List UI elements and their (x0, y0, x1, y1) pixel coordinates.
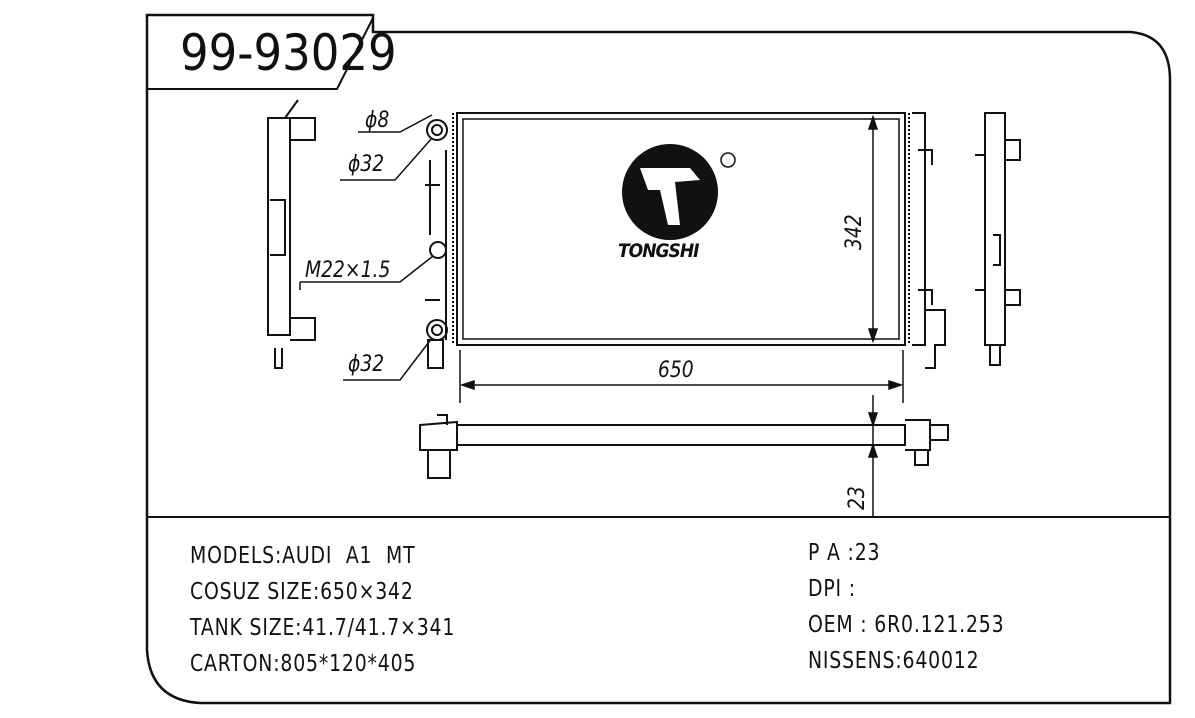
part-number-title: 99-93029 (180, 24, 397, 82)
title-box (147, 17, 374, 90)
spec-tank-size: TANK SIZE:41.7/41.7×341 (190, 615, 456, 641)
spec-core-size: COSUZ SIZE:650×342 (190, 579, 414, 605)
thickness-dimension: 23 (845, 486, 870, 510)
spec-models: MODELS:AUDI A1 MT (190, 543, 416, 569)
spec-carton: CARTON:805*120*405 (190, 651, 417, 677)
spec-dpi: DPI : (808, 576, 856, 602)
width-dimension: 650 (658, 358, 694, 383)
callout-phi32-top: ϕ32 (348, 152, 385, 177)
spec-nissens: NISSENS:640012 (808, 648, 980, 674)
callout-phi32-bottom: ϕ32 (348, 352, 385, 377)
logo-brand-text: TONGSHI (618, 240, 699, 262)
spec-pa: P A :23 (808, 540, 881, 566)
bottom-view-tube (456, 424, 906, 446)
side-view-left (267, 99, 316, 369)
callout-thread: M22×1.5 (305, 258, 391, 283)
bottom-outlet-pipe (426, 319, 448, 341)
top-inlet-pipe (426, 119, 448, 141)
callout-phi8: ϕ8 (365, 108, 390, 133)
radiator-core (456, 112, 906, 346)
spec-oem: OEM : 6R0.121.253 (808, 612, 1005, 638)
sheet-frame (145, 13, 1172, 705)
height-dimension: 342 (842, 214, 867, 250)
side-view-right (975, 112, 1021, 366)
